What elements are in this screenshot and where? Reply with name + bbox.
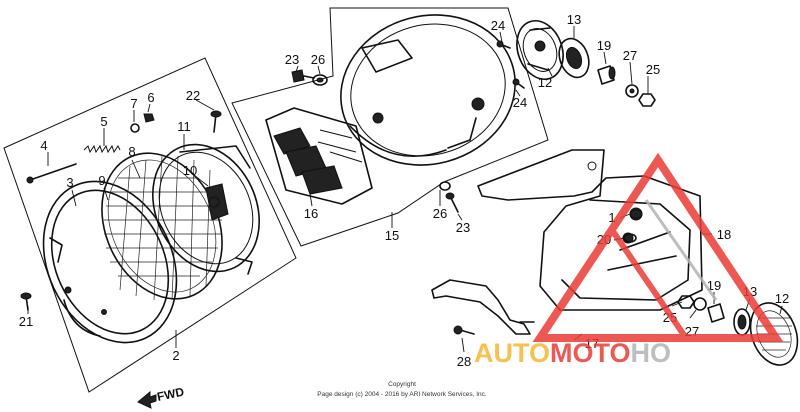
screw-21: [20, 292, 32, 311]
adjusting-screw: [26, 163, 77, 184]
indicator-lens-upper: [558, 37, 590, 79]
callout-8: 8: [128, 144, 135, 159]
nut-25a: [638, 93, 656, 107]
automotoho-watermark: AUTOMOTOHO: [474, 152, 784, 368]
headlight-assembly-frame: [3, 57, 297, 393]
grommet-1: [629, 209, 643, 219]
copyright-line-1: Copyright: [388, 381, 416, 388]
washer-27a: [625, 84, 639, 98]
nut-6: [143, 113, 155, 123]
indicator-lens-lower: [733, 308, 751, 336]
callout-28: 28: [457, 354, 471, 369]
callout-16: 16: [304, 206, 318, 221]
grommet-26b: [439, 181, 451, 191]
fwd-indicator: FWD: [137, 384, 186, 409]
callout-19-upper: 19: [597, 38, 611, 53]
callout-25-upper: 25: [646, 62, 660, 77]
leader-lines: [27, 26, 783, 353]
callout-4: 4: [40, 138, 47, 153]
indicator-housing-upper: [516, 20, 564, 80]
headlight-case: [340, 14, 516, 166]
callout-7: 7: [130, 96, 137, 111]
washer-27b: [693, 297, 707, 311]
callout-15: 15: [385, 228, 399, 243]
screw-22: [210, 110, 222, 133]
fwd-label: FWD: [156, 384, 186, 403]
callout-27-upper: 27: [623, 48, 637, 63]
watermark-logo-triangle: [532, 152, 784, 342]
lower-bracket: [431, 279, 535, 335]
collar-19a: [597, 65, 616, 85]
callout-1: 1: [608, 210, 615, 225]
bolt-23b: [445, 192, 459, 213]
callout-5: 5: [100, 114, 107, 129]
callout-9: 9: [98, 173, 105, 188]
headlight-case-frame: [231, 7, 549, 247]
copyright-notice: Copyright Page design (c) 2004 - 2016 by…: [317, 381, 487, 398]
callout-21: 21: [19, 314, 33, 329]
watermark-text-ho: HO: [631, 338, 672, 368]
bolt-28: [453, 325, 475, 335]
callout-23-upper: 23: [285, 52, 299, 67]
socket-harness: [265, 107, 373, 205]
watermark-text-auto: AUTO: [474, 338, 550, 368]
callout-26-upper: 26: [311, 52, 325, 67]
callout-26-lower: 26: [433, 206, 447, 221]
callout-12-upper: 12: [538, 75, 552, 90]
callout-12-lower: 12: [775, 291, 789, 306]
callout-11: 11: [177, 119, 191, 134]
adjusting-spring: [83, 144, 121, 154]
screw-24a: [496, 40, 511, 49]
callout-23-lower: 23: [456, 220, 470, 235]
watermark-text-moto: MOTO: [550, 338, 631, 368]
callout-13-upper: 13: [567, 12, 581, 27]
headlight-mounting-ring: [151, 143, 261, 275]
callout-18: 18: [717, 227, 731, 242]
washer-7: [130, 123, 140, 133]
grommet-26a: [312, 74, 328, 86]
copyright-line-2: Page design (c) 2004 - 2016 by ARI Netwo…: [317, 391, 487, 398]
screw-24b: [512, 78, 525, 89]
callout-10: 10: [183, 163, 197, 178]
watermark-text: AUTOMOTOHO: [474, 338, 671, 368]
headlight-rim: [42, 180, 178, 344]
callout-3: 3: [66, 175, 73, 190]
fwd-arrow-icon: [137, 390, 157, 409]
callout-19-lower: 19: [707, 278, 721, 293]
callout-24-lower: 24: [513, 95, 527, 110]
bolt-23a: [291, 69, 315, 83]
callout-24-upper: 24: [491, 18, 505, 33]
callout-2: 2: [172, 348, 179, 363]
callout-6: 6: [147, 90, 154, 105]
nut-25b: [677, 295, 695, 309]
callout-22: 22: [186, 88, 200, 103]
collar-19b: [707, 303, 725, 323]
